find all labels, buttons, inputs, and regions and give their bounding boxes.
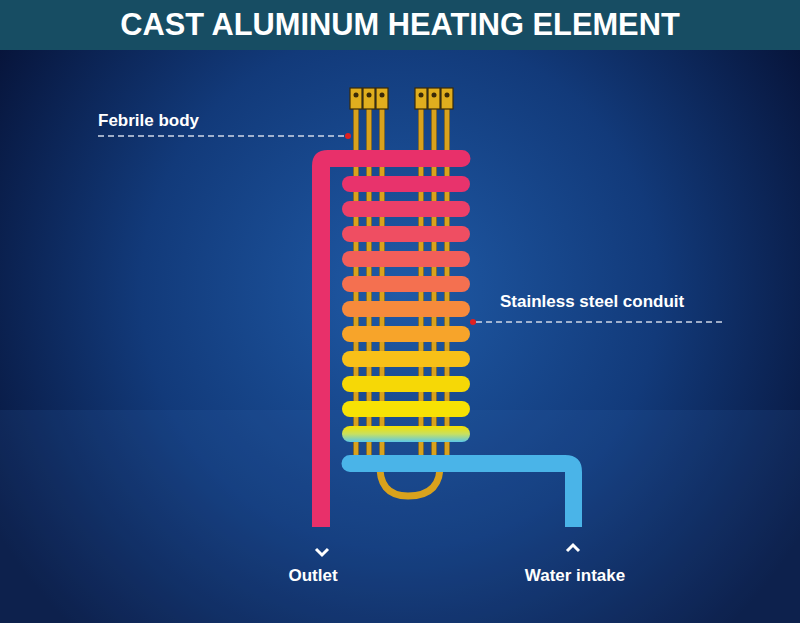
part-label: Stainless steel conduit (500, 292, 684, 312)
flow-chevron (316, 549, 328, 555)
intake-pipe (342, 455, 583, 527)
terminal (363, 88, 375, 109)
conduit-coil (342, 326, 470, 342)
conduit-coil (342, 226, 470, 242)
terminal-hole (367, 93, 372, 98)
part-label: Outlet (288, 566, 337, 586)
conduit-coil (342, 201, 470, 217)
terminal (415, 88, 427, 109)
conduit-coil (342, 376, 470, 392)
terminal (428, 88, 440, 109)
flow-chevron (567, 545, 579, 551)
conduit-coils (342, 176, 470, 442)
terminal-plate (363, 88, 375, 109)
terminal-plate (376, 88, 388, 109)
terminal-hole (419, 93, 424, 98)
terminal-plate (350, 88, 362, 109)
terminals (350, 88, 453, 109)
leader-dot (470, 319, 476, 325)
part-label: Water intake (525, 566, 625, 586)
terminal-hole (432, 93, 437, 98)
terminal (441, 88, 453, 109)
conduit-coil (342, 251, 470, 267)
part-label: Febrile body (98, 111, 199, 131)
leader-line (98, 135, 346, 137)
terminal (350, 88, 362, 109)
terminal-plate (415, 88, 427, 109)
title-band (0, 0, 800, 50)
terminal-plate (428, 88, 440, 109)
terminal-hole (445, 93, 450, 98)
conduit-coil (342, 401, 470, 417)
leader-dot (345, 133, 351, 139)
floor-band (0, 410, 800, 623)
conduit-coil (342, 426, 470, 442)
leader-line (476, 321, 725, 323)
terminal-hole (354, 93, 359, 98)
terminal-plate (441, 88, 453, 109)
terminal-hole (380, 93, 385, 98)
title-text: CAST ALUMINUM HEATING ELEMENT (0, 0, 800, 50)
conduit-coil (342, 351, 470, 367)
conduit-coil (342, 176, 470, 192)
terminal (376, 88, 388, 109)
conduit-coil (342, 276, 470, 292)
conduit-coil (342, 301, 470, 317)
